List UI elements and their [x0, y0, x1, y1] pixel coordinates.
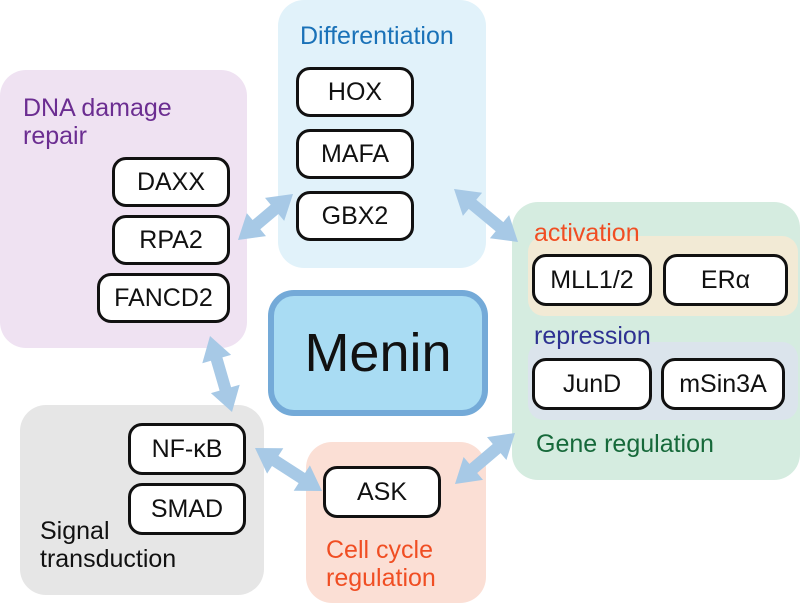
node-hox[interactable]: HOX	[296, 67, 414, 117]
group-gene-regulation: activation MLL1/2 ERα repression JunD mS…	[512, 202, 800, 480]
node-mll1-2[interactable]: MLL1/2	[532, 254, 652, 306]
group-title-dna-damage-repair-line1: DNA damage	[23, 94, 172, 122]
group-title-differentiation: Differentiation	[300, 22, 454, 50]
group-signal-transduction: NF-κB SMAD Signal transduction	[20, 405, 264, 595]
menin-center-node[interactable]: Menin	[268, 290, 488, 416]
node-mafa[interactable]: MAFA	[296, 129, 414, 179]
node-er-alpha[interactable]: ERα	[663, 254, 788, 306]
group-title-cell-cycle-line1: Cell cycle	[326, 536, 433, 564]
group-title-signal-transduction-line2: transduction	[40, 545, 177, 573]
node-daxx[interactable]: DAXX	[112, 157, 230, 207]
group-title-signal-transduction-line1: Signal	[40, 517, 110, 545]
node-gbx2[interactable]: GBX2	[296, 191, 414, 241]
group-cell-cycle-regulation: ASK Cell cycle regulation	[306, 442, 486, 603]
group-differentiation: Differentiation HOX MAFA GBX2	[278, 0, 486, 268]
subgroup-title-repression: repression	[534, 322, 651, 350]
group-title-cell-cycle-line2: regulation	[326, 564, 436, 592]
node-rpa2[interactable]: RPA2	[112, 215, 230, 265]
group-title-gene-regulation: Gene regulation	[536, 430, 714, 458]
node-msin3a[interactable]: mSin3A	[661, 358, 785, 410]
node-smad[interactable]: SMAD	[128, 483, 246, 535]
group-dna-damage-repair: DNA damage repair DAXX RPA2 FANCD2	[0, 70, 247, 348]
node-nf-kb[interactable]: NF-κB	[128, 423, 246, 475]
group-title-dna-damage-repair-line2: repair	[23, 122, 87, 150]
node-fancd2[interactable]: FANCD2	[97, 273, 230, 323]
subgroup-title-activation: activation	[534, 219, 640, 247]
node-ask[interactable]: ASK	[323, 466, 441, 518]
node-jund[interactable]: JunD	[532, 358, 652, 410]
